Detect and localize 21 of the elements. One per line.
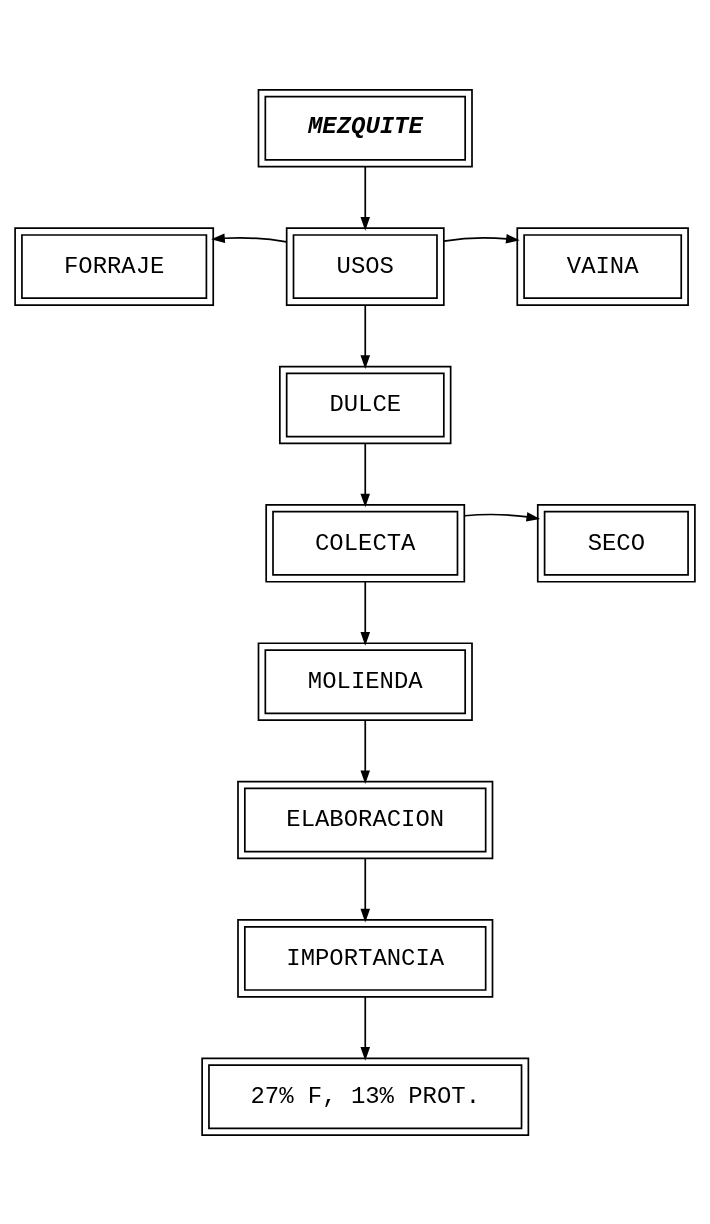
node-box: MEZQUITE: [257, 88, 473, 168]
arrow: [360, 857, 371, 922]
arrow: [360, 995, 371, 1061]
node-box: VAINA: [516, 226, 689, 306]
arrow: [360, 718, 371, 784]
arrow: [463, 511, 541, 522]
node-box: SECO: [536, 503, 696, 583]
arrow: [360, 442, 371, 507]
node-box: ELABORACION: [237, 780, 494, 859]
node-box: USOS: [285, 226, 445, 306]
node-box: IMPORTANCIA: [237, 918, 494, 998]
node-box: 27% F, 13% PROT.: [201, 1056, 530, 1136]
arrow: [360, 303, 371, 369]
node-box: FORRAJE: [14, 226, 215, 306]
arrow: [211, 232, 288, 243]
node-box: DULCE: [279, 365, 452, 444]
arrow: [443, 233, 520, 244]
node-box: MOLIENDA: [257, 641, 473, 721]
arrow: [360, 580, 371, 646]
arrow: [360, 165, 371, 231]
node-box: COLECTA: [265, 503, 466, 583]
